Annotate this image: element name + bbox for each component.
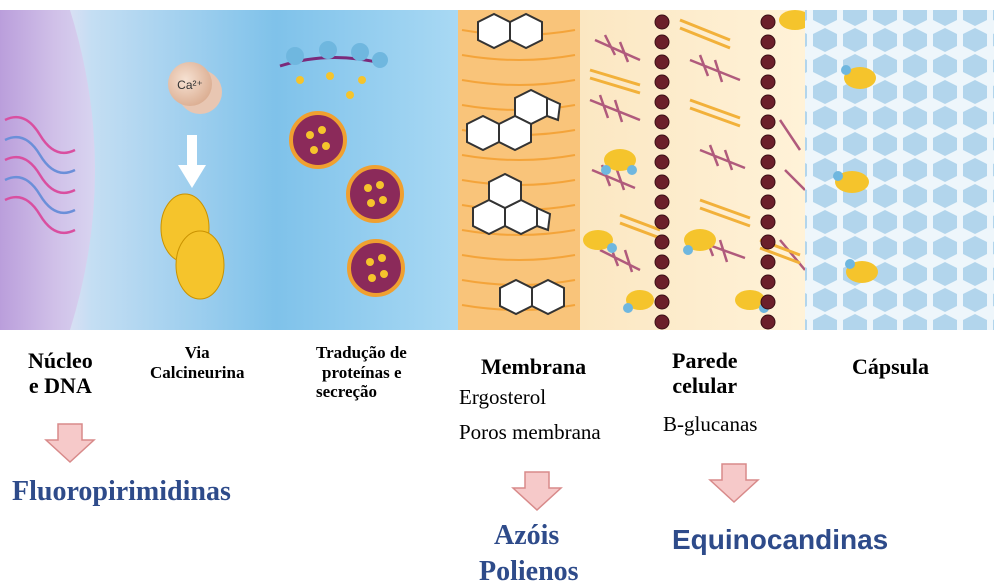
drug-fluoropirimidinas: Fluoropirimidinas: [12, 476, 231, 508]
calcineurin-oval: [176, 231, 224, 299]
label-b-glucanas: B-glucanas: [663, 412, 757, 436]
pink-arrow-down-icon: [710, 464, 758, 502]
drug-azois: Azóis: [494, 520, 559, 552]
capsule-polysaccharide: [805, 10, 994, 330]
label-membrana: Membrana: [481, 354, 586, 379]
pink-arrow-down-icon: [513, 472, 561, 510]
label-ergosterol: Ergosterol: [459, 385, 546, 409]
label-parede-celular: Parede celular: [672, 348, 738, 399]
secretory-vesicle: [291, 113, 345, 167]
nucleus: [0, 10, 95, 330]
secretory-vesicle: [348, 167, 402, 221]
secretory-vesicle: [349, 241, 403, 295]
drug-equinocandinas: Equinocandinas: [672, 524, 888, 556]
ion-label: Ca²⁺: [177, 78, 203, 92]
label-via-calcineurina: Via Calcineurina: [150, 343, 244, 382]
drug-polienos: Polienos: [479, 556, 579, 588]
label-nucleo: Núcleo e DNA: [28, 348, 93, 399]
label-poros-membrana: Poros membrana: [459, 420, 601, 444]
label-capsula: Cápsula: [852, 354, 929, 379]
label-traducao: Tradução de proteínas e secreção: [316, 343, 407, 402]
pink-arrow-down-icon: [46, 424, 94, 462]
